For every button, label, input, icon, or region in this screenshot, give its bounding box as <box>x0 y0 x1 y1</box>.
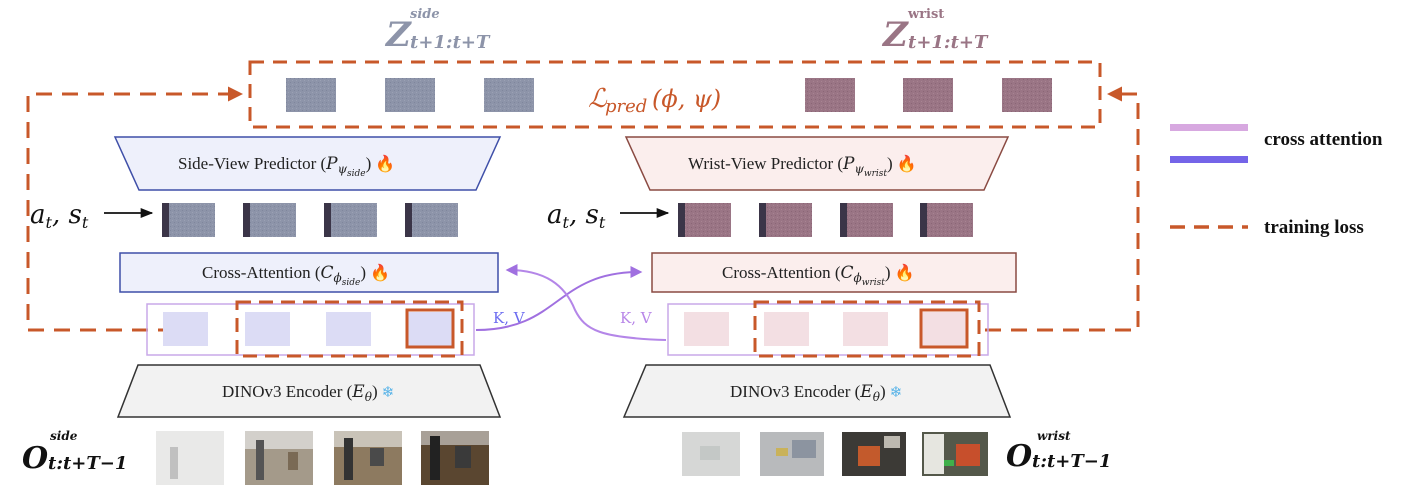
svg-text:t+1:t+T: t+1:t+T <box>410 32 491 53</box>
action-token <box>405 203 412 237</box>
wrist-context-window <box>753 300 981 358</box>
side-observation-label: O side t:t+T−1 <box>22 429 127 476</box>
side-context-window <box>235 300 464 358</box>
side-encoder-label: DINOv3 Encoder (Eθ)❄ <box>222 382 394 404</box>
target-token <box>1002 78 1052 112</box>
legend-pink-swatch <box>1170 124 1248 131</box>
wrist-cross-attention-label: Cross-Attention (Cϕwrist)🔥 <box>722 263 914 288</box>
wrist-cross-attention-box <box>651 252 1017 293</box>
loss-box <box>248 60 1102 129</box>
encoder-token <box>163 312 208 346</box>
legend-cross-attention-label: cross attention <box>1264 129 1383 150</box>
cross-attn-arrow-side-to-wrist <box>475 266 643 331</box>
wrist-encoder-label: DINOv3 Encoder (Eθ)❄ <box>730 382 902 404</box>
svg-text:O: O <box>1006 439 1032 474</box>
side-frame-2 <box>245 431 313 485</box>
svg-text:t+1:t+T: t+1:t+T <box>908 32 989 53</box>
wrist-predictor-label: Wrist-View Predictor (Pψwrist)🔥 <box>688 154 917 179</box>
wrist-action-input: at, st <box>547 200 670 232</box>
wrist-encoder-tokens <box>684 312 967 346</box>
svg-text:at, st: at, st <box>30 200 89 232</box>
encoder-token <box>922 312 967 346</box>
target-token <box>903 78 953 112</box>
action-token <box>162 203 169 237</box>
predicted-token <box>847 203 893 237</box>
wrist-last-token-highlight <box>919 308 969 349</box>
svg-text:Z: Z <box>384 15 412 55</box>
target-token <box>484 78 534 112</box>
side-frame-1 <box>156 431 224 485</box>
svg-text:pred: pred <box>605 96 647 117</box>
encoder-token <box>684 312 729 346</box>
wrist-predictor-box <box>624 136 1010 191</box>
svg-text:(ϕ, ψ): (ϕ, ψ) <box>652 85 721 113</box>
predicted-token <box>331 203 377 237</box>
target-side-tokens <box>286 78 534 112</box>
legend-blue-swatch <box>1170 156 1248 163</box>
predicted-token <box>927 203 973 237</box>
legend: cross attention training loss <box>1170 124 1383 238</box>
encoder-token <box>245 312 290 346</box>
svg-text:O: O <box>22 441 48 476</box>
predicted-token <box>412 203 458 237</box>
wrist-frame-4 <box>922 432 988 476</box>
side-frame-3 <box>334 431 402 485</box>
wrist-predicted-tokens <box>678 203 973 237</box>
side-cross-attention-box <box>119 252 499 293</box>
wrist-frame-3 <box>842 432 906 476</box>
svg-text:wrist: wrist <box>907 7 944 22</box>
encoder-token <box>408 312 453 346</box>
svg-text:wrist: wrist <box>1037 429 1071 443</box>
side-encoder-tokens <box>163 312 453 346</box>
action-token <box>840 203 847 237</box>
side-observation-frames <box>156 431 489 485</box>
predicted-token <box>766 203 812 237</box>
action-token <box>243 203 250 237</box>
wrist-encoder-box <box>622 364 1012 418</box>
wrist-frame-2 <box>760 432 824 476</box>
z-side-label: Z side t+1:t+T <box>384 7 491 55</box>
side-kv-label: K, V <box>493 309 526 327</box>
side-predictor-label: Side-View Predictor (Pψside)🔥 <box>178 154 395 179</box>
svg-text:ℒ: ℒ <box>588 84 608 114</box>
action-token <box>759 203 766 237</box>
z-wrist-label: Z wrist t+1:t+T <box>881 7 989 55</box>
wrist-kv-label: K, V <box>620 309 653 327</box>
wrist-frame-1 <box>682 432 740 476</box>
predicted-token <box>250 203 296 237</box>
target-token <box>385 78 435 112</box>
side-cross-attention-label: Cross-Attention (Cϕside)🔥 <box>202 263 390 288</box>
loss-label: ℒ pred (ϕ, ψ) <box>588 84 721 117</box>
wrist-observation-frames <box>682 432 988 476</box>
svg-text:Z: Z <box>881 15 909 55</box>
side-encoder-box <box>116 364 502 418</box>
wrist-loss-line <box>985 86 1140 332</box>
predicted-token <box>685 203 731 237</box>
predicted-token <box>169 203 215 237</box>
target-token <box>805 78 855 112</box>
action-token <box>920 203 927 237</box>
action-token <box>678 203 685 237</box>
side-predictor-box <box>113 136 502 191</box>
wrist-observation-label: O wrist t:t+T−1 <box>1006 429 1111 474</box>
cross-attn-arrow-wrist-to-side <box>505 264 667 341</box>
target-token <box>286 78 336 112</box>
svg-text:t:t+T−1: t:t+T−1 <box>48 453 127 474</box>
svg-text:side: side <box>410 7 440 22</box>
encoder-token <box>843 312 888 346</box>
action-token <box>324 203 331 237</box>
svg-text:side: side <box>50 429 78 443</box>
svg-text:at, st: at, st <box>547 200 606 232</box>
side-predicted-tokens <box>162 203 458 237</box>
legend-training-loss-label: training loss <box>1264 217 1364 238</box>
svg-text:t:t+T−1: t:t+T−1 <box>1032 451 1111 472</box>
side-last-token-highlight <box>405 308 455 349</box>
side-action-input: at, st <box>30 200 154 232</box>
encoder-token <box>326 312 371 346</box>
side-frame-4 <box>421 431 489 485</box>
target-wrist-tokens <box>805 78 1052 112</box>
side-loss-line <box>26 86 243 332</box>
encoder-token <box>764 312 809 346</box>
